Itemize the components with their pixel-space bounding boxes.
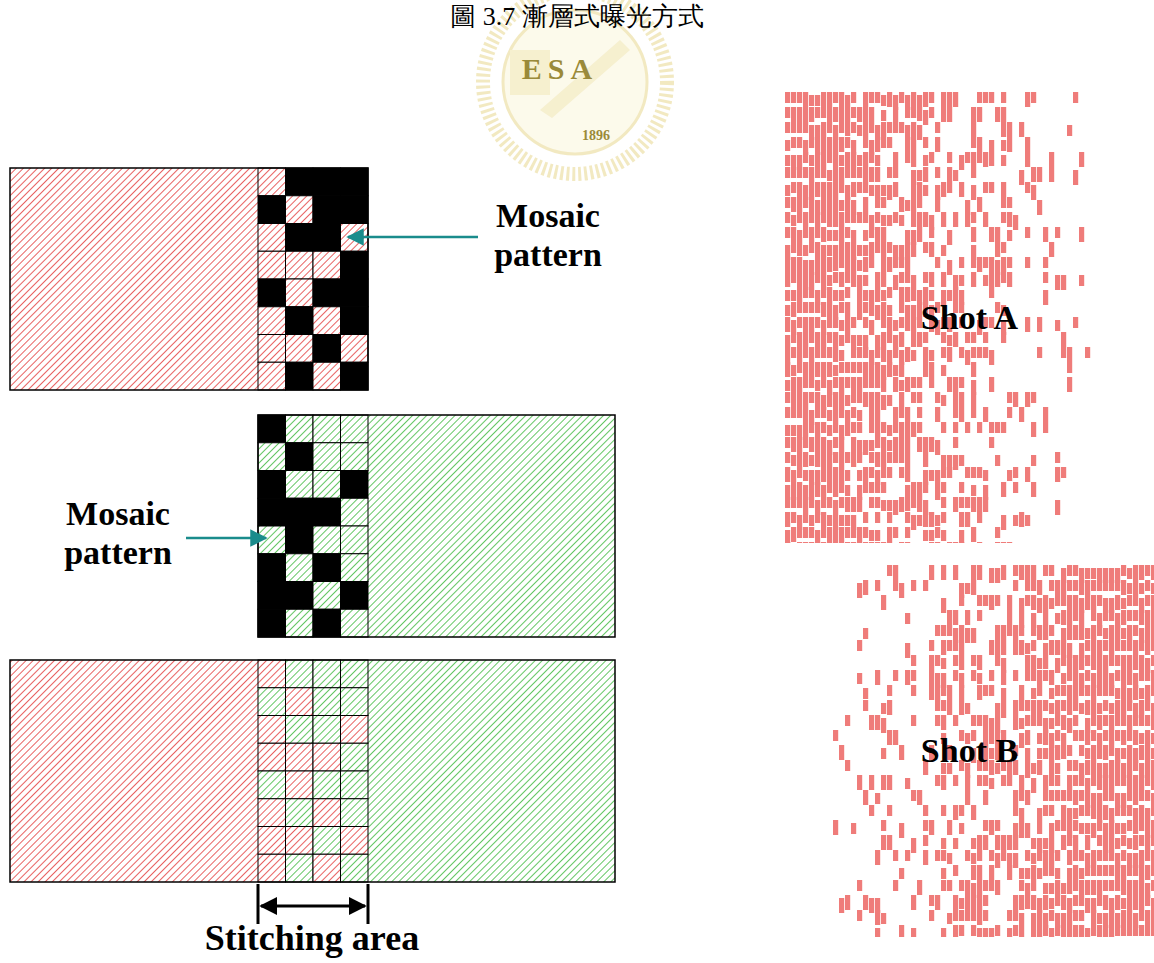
callout-label: Mosaic pattern — [43, 494, 193, 572]
figure-caption: 圖 3.7 漸層式曝光方式 — [450, 2, 704, 32]
leader-arrow — [186, 537, 266, 540]
shot-label: Shot B — [921, 732, 1018, 770]
shot-image: Shot A — [785, 92, 1154, 543]
dimension-label: Stitching area — [205, 918, 419, 959]
shot-label: Shot A — [921, 299, 1018, 337]
exposure-panel — [258, 415, 615, 637]
watermark-year: 1896 — [582, 128, 610, 144]
leader-arrow — [348, 236, 478, 239]
shot-texture — [785, 92, 1154, 543]
shot-image: Shot B — [785, 565, 1154, 937]
callout-label: Mosaic pattern — [473, 196, 623, 274]
exposure-panel — [10, 168, 368, 390]
exposure-panel — [10, 660, 615, 882]
watermark-text: ESA — [522, 52, 598, 87]
shot-texture — [785, 565, 1154, 937]
